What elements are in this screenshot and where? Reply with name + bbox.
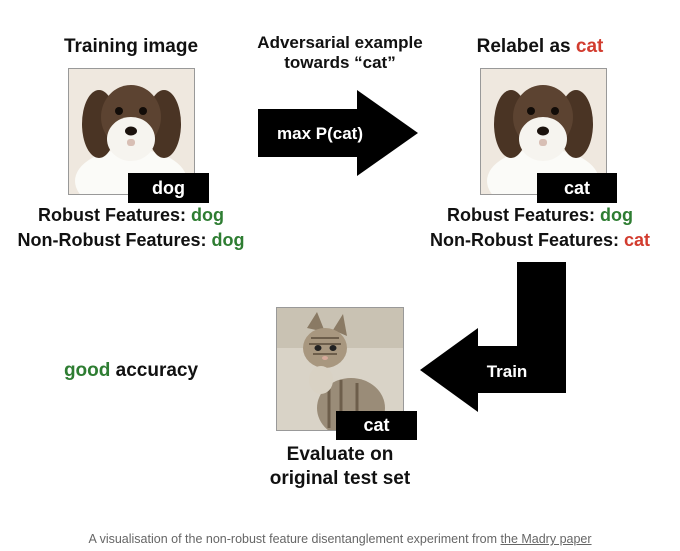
train-arrow: Train <box>420 262 566 412</box>
robust-features-label: Robust Features: <box>446 205 595 225</box>
madry-paper-link[interactable]: the Madry paper <box>500 532 592 546</box>
cat-photo-test <box>276 307 404 431</box>
adversarial-title: Adversarial example towards “cat” <box>240 33 440 73</box>
figure-caption: A visualisation of the non-robust featur… <box>0 532 680 546</box>
accuracy-highlight: good <box>63 360 111 381</box>
nonrobust-features-label: Non-Robust Features: <box>429 230 619 250</box>
adversarial-arrow-label: max P(cat) <box>277 124 363 143</box>
caption-text: A visualisation of the non-robust featur… <box>88 532 498 546</box>
nonrobust-features-value: dog <box>211 230 245 250</box>
adversarial-arrow: max P(cat) <box>258 90 418 176</box>
label-tag-dog: dog <box>128 173 209 203</box>
label-tag-cat-test: cat <box>336 411 417 440</box>
relabel-title-highlight: cat <box>575 36 604 57</box>
robust-features-value: dog <box>600 205 634 225</box>
evaluate-line1: Evaluate on <box>286 444 394 465</box>
accuracy-result: good accuracy <box>40 360 222 382</box>
label-tag-cat-relabel: cat <box>537 173 617 203</box>
training-image-title: Training image <box>63 36 199 57</box>
dog-photo-training <box>68 68 195 195</box>
evaluate-caption: Evaluate on original test set <box>240 443 440 491</box>
adversarial-title-line2: towards “cat” <box>284 53 396 72</box>
relabel-title: Relabel as cat <box>440 36 640 58</box>
nonrobust-features-training: Non-Robust Features: dog <box>0 230 262 251</box>
train-arrow-label: Train <box>487 362 528 381</box>
relabel-title-prefix: Relabel as <box>476 36 571 57</box>
accuracy-rest: accuracy <box>115 360 199 381</box>
nonrobust-features-value: cat <box>624 230 651 250</box>
nonrobust-features-label: Non-Robust Features: <box>17 230 207 250</box>
robust-features-value: dog <box>191 205 225 225</box>
robust-features-relabel: Robust Features: dog <box>420 205 660 226</box>
adversarial-title-line1: Adversarial example <box>257 33 423 52</box>
nonrobust-features-relabel: Non-Robust Features: cat <box>420 230 660 251</box>
robust-features-training: Robust Features: dog <box>0 205 262 226</box>
evaluate-line2: original test set <box>269 468 411 489</box>
robust-features-label: Robust Features: <box>37 205 186 225</box>
